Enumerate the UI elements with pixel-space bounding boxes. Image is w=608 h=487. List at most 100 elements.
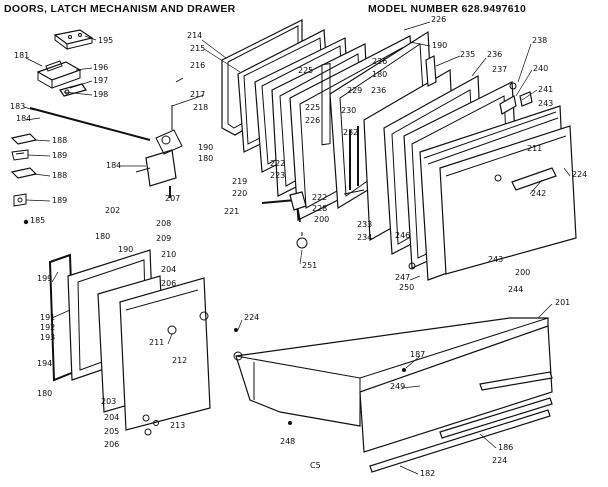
callout-198: 198 (93, 90, 108, 99)
callout-229: 229 (347, 86, 362, 95)
callout-190: 190 (198, 143, 213, 152)
callout-248: 248 (280, 437, 295, 446)
drawer-body-201 (233, 317, 549, 427)
callout-188: 188 (52, 171, 67, 180)
callout-190: 190 (432, 41, 447, 50)
callout-189: 189 (52, 196, 67, 205)
callout-181: 181 (14, 51, 29, 60)
leader-lines (23, 21, 571, 475)
callout-244: 244 (508, 285, 523, 294)
drawer-front-244 (359, 325, 553, 453)
hinge-arm-221 (261, 191, 307, 223)
callout-199: 199 (37, 274, 52, 283)
callout-235: 235 (460, 50, 475, 59)
handle-screw-211 (494, 174, 502, 182)
callout-193: 193 (40, 333, 55, 342)
callout-186: 186 (498, 443, 513, 452)
callout-216: 216 (190, 61, 205, 70)
callout-221: 221 (224, 207, 239, 216)
callout-213: 213 (170, 421, 185, 430)
latch-link-196 (59, 83, 87, 97)
latch-bracket-195 (53, 29, 94, 50)
callout-206: 206 (104, 440, 119, 449)
screw-185 (23, 219, 29, 225)
callout-219: 219 (232, 177, 247, 186)
callout-205: 205 (104, 427, 119, 436)
callout-222: 222 (270, 159, 285, 168)
page-code: C5 (310, 461, 321, 470)
callout-225: 225 (298, 66, 313, 75)
callout-220: 220 (232, 189, 247, 198)
callout-230: 230 (341, 106, 356, 115)
callout-226: 226 (305, 116, 320, 125)
screw-204 (142, 414, 150, 422)
callout-200: 200 (515, 268, 530, 277)
callout-212: 212 (172, 356, 187, 365)
callout-222: 222 (312, 193, 327, 202)
screw-213 (153, 420, 159, 426)
callout-228: 228 (312, 204, 327, 213)
callout-182: 182 (420, 469, 435, 478)
callout-242: 242 (531, 189, 546, 198)
callout-214: 214 (187, 31, 202, 40)
callout-206: 206 (161, 279, 176, 288)
callout-211: 211 (527, 144, 542, 153)
callout-210: 210 (161, 250, 176, 259)
callout-188: 188 (52, 136, 67, 145)
callout-234: 234 (357, 233, 372, 242)
callout-223: 223 (270, 171, 285, 180)
latch-housing-181 (36, 60, 82, 89)
callout-250: 250 (399, 283, 414, 292)
callout-217: 217 (190, 90, 205, 99)
callout-204: 204 (161, 265, 176, 274)
callout-232: 232 (343, 128, 358, 137)
callout-192: 192 (40, 323, 55, 332)
callout-187: 187 (410, 350, 425, 359)
callout-191: 191 (40, 313, 55, 322)
callout-246: 246 (395, 231, 410, 240)
callout-211: 211 (149, 338, 164, 347)
callout-195: 195 (98, 36, 113, 45)
latch-assembly-202 (135, 105, 183, 187)
callout-180: 180 (95, 232, 110, 241)
callout-184: 184 (16, 114, 31, 123)
callout-240: 240 (533, 64, 548, 73)
callout-226: 226 (372, 57, 387, 66)
callout-202: 202 (105, 206, 120, 215)
callout-218: 218 (193, 103, 208, 112)
callout-238: 238 (532, 36, 547, 45)
callout-183: 183 (10, 102, 25, 111)
callout-236: 236 (371, 86, 386, 95)
callout-225: 225 (305, 103, 320, 112)
callout-209: 209 (156, 234, 171, 243)
screw-248 (288, 421, 292, 425)
door-handle-242 (511, 167, 557, 191)
screw-205 (144, 428, 152, 436)
callout-180: 180 (372, 70, 387, 79)
latch-rod-183 (29, 107, 151, 141)
callout-180: 180 (198, 154, 213, 163)
callout-204: 204 (104, 413, 119, 422)
drawer-slide-249 (479, 371, 553, 391)
callout-243: 243 (538, 99, 553, 108)
callout-207: 207 (165, 194, 180, 203)
drawer-rail-182 (369, 409, 551, 473)
callout-251: 251 (302, 261, 317, 270)
callout-226: 226 (431, 15, 446, 24)
callout-194: 194 (37, 359, 52, 368)
callout-190: 190 (118, 245, 133, 254)
screw-216 (175, 77, 184, 83)
callout-180: 180 (37, 389, 52, 398)
callout-247: 247 (395, 273, 410, 282)
callout-203: 203 (101, 397, 116, 406)
screw-224 (234, 328, 238, 332)
callout-241: 241 (538, 85, 553, 94)
callout-196: 196 (93, 63, 108, 72)
callout-197: 197 (93, 76, 108, 85)
screw-187 (402, 368, 406, 372)
callout-233: 233 (357, 220, 372, 229)
outer-door-200 (439, 125, 577, 275)
model-number: MODEL NUMBER 628.9497610 (368, 3, 526, 15)
roller-251 (296, 237, 308, 249)
door-outer-212 (119, 277, 211, 431)
